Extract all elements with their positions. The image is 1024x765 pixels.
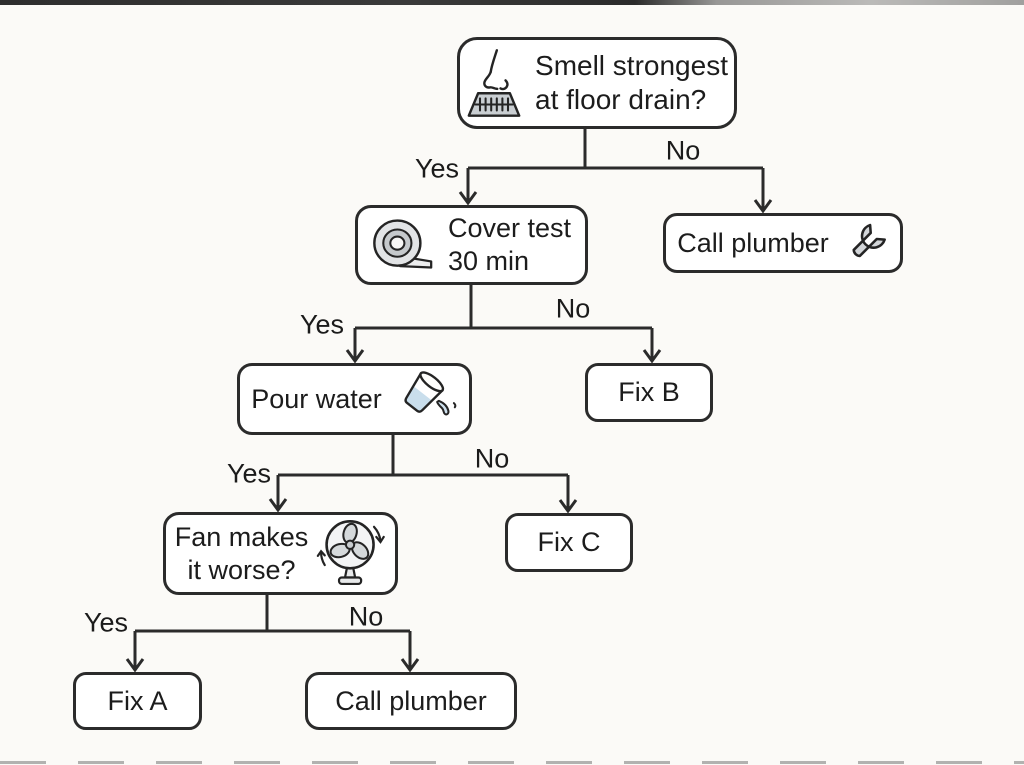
node-pour-water: Pour water	[237, 363, 472, 435]
node-fan-worse: Fan makes it worse?	[163, 512, 398, 595]
node-cover-test: Cover test 30 min	[355, 205, 588, 285]
node-label: Smell strongest at floor drain?	[535, 49, 728, 115]
edge-label-no: No	[348, 601, 384, 632]
edge-label-yes: Yes	[226, 458, 272, 489]
node-fix-c: Fix C	[505, 513, 633, 572]
edge-label-yes: Yes	[83, 607, 129, 638]
edge-label-yes: Yes	[414, 153, 460, 184]
pouring-water-icon	[394, 370, 458, 428]
nose-floor-drain-icon	[466, 46, 522, 120]
arrowhead-to-fix-a	[125, 658, 145, 673]
node-label: Call plumber	[335, 685, 487, 716]
edge-label-no: No	[474, 443, 510, 474]
arrowhead-to-plumber-top	[753, 199, 773, 214]
node-fix-b: Fix B	[585, 363, 713, 422]
node-call-plumber-top: Call plumber	[663, 213, 903, 273]
node-label: Fix C	[537, 527, 601, 558]
node-fix-a: Fix A	[73, 672, 202, 730]
node-label: Fan makes it worse?	[174, 521, 309, 585]
edge-label-no: No	[665, 135, 701, 166]
arrowhead-to-fix-b	[642, 349, 662, 364]
wrench-icon	[841, 219, 889, 267]
node-label: Fix A	[107, 685, 168, 716]
fan-icon	[316, 517, 386, 591]
arrowhead-to-fix-c	[558, 499, 578, 514]
bottom-edge-artifact	[0, 761, 1024, 764]
node-label: Cover test 30 min	[447, 213, 572, 276]
arrowhead-to-fan	[268, 498, 288, 513]
edge-label-yes: Yes	[299, 309, 345, 340]
arrowhead-to-plumber-bottom	[400, 658, 420, 673]
arrowhead-to-cover	[458, 191, 478, 206]
top-edge-artifact	[0, 0, 1024, 5]
edge-label-no: No	[555, 293, 591, 324]
node-smell-strongest: Smell strongest at floor drain?	[457, 37, 737, 129]
arrowhead-to-pour	[345, 349, 365, 364]
tape-roll-icon	[372, 217, 434, 273]
node-label: Call plumber	[677, 227, 829, 258]
node-call-plumber-bottom: Call plumber	[305, 672, 517, 730]
node-label: Fix B	[618, 377, 680, 408]
node-label: Pour water	[251, 383, 382, 414]
